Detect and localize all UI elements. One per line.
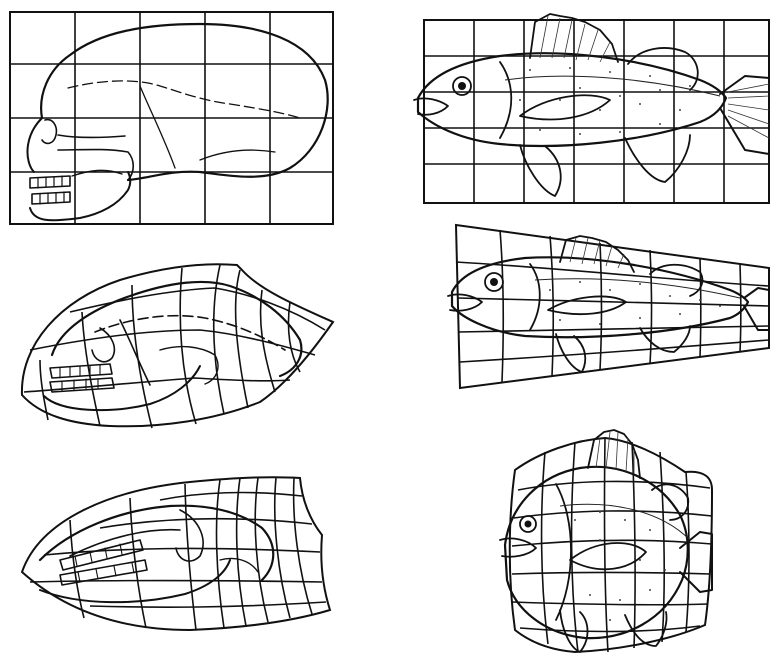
fish-transform-1-panel xyxy=(448,225,769,388)
fish-transform-1-grid xyxy=(456,225,769,388)
skull-original-outline xyxy=(27,24,327,220)
skull-transform-2-outline xyxy=(40,506,273,602)
skull-transform-2-grid xyxy=(22,477,330,630)
fish-transform-2-panel xyxy=(500,430,712,652)
skull-transform-2-panel xyxy=(22,477,330,630)
skull-original-panel xyxy=(10,12,333,224)
fish-original-panel xyxy=(414,14,769,203)
fish-original-drawing xyxy=(414,14,769,196)
skull-transform-1-panel xyxy=(22,264,333,428)
